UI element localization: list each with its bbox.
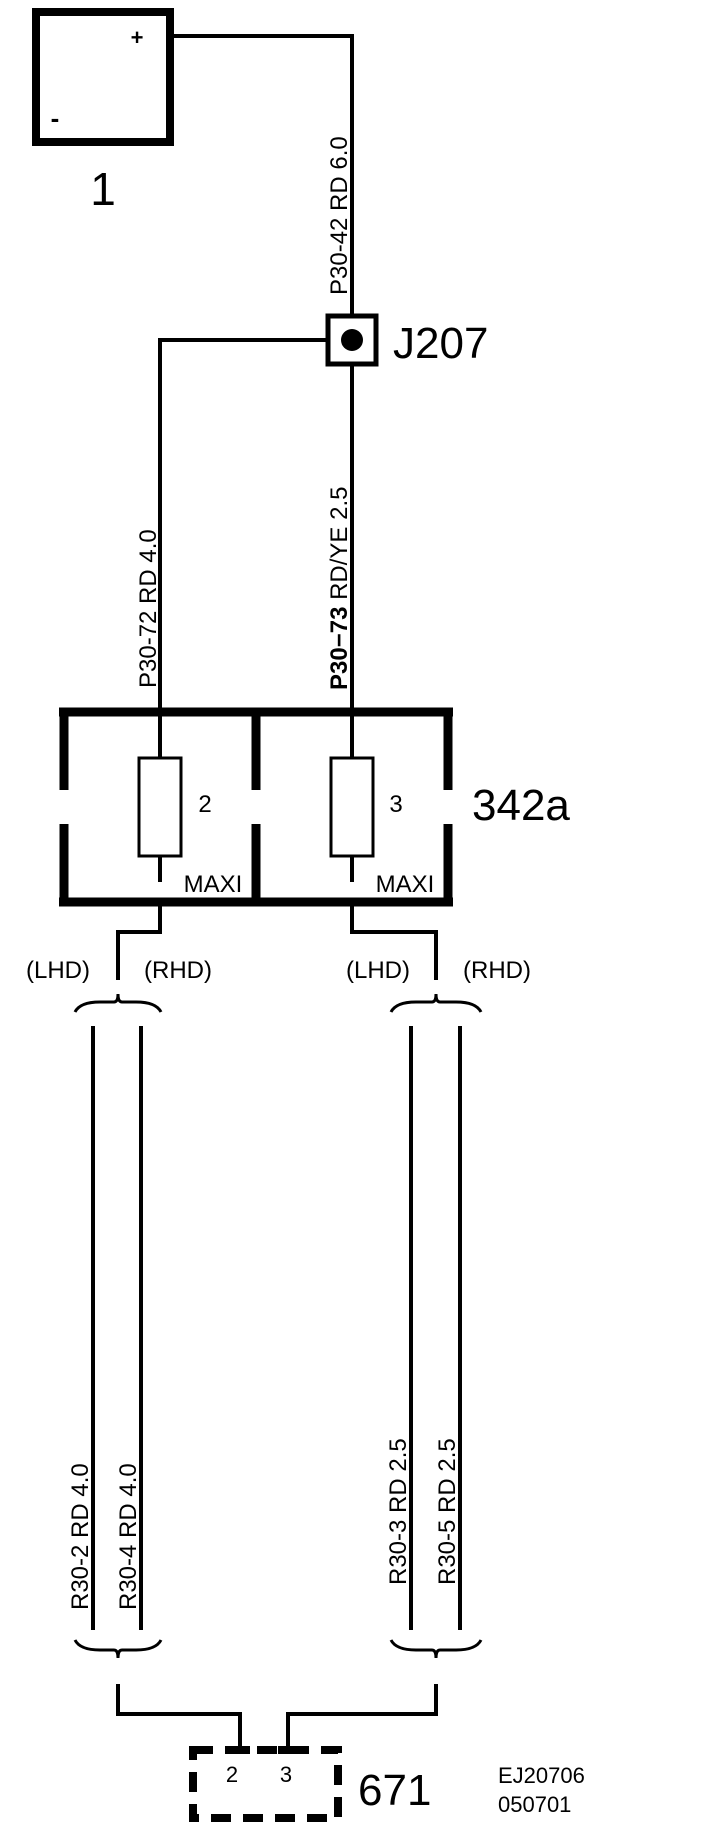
wire-p30-42 [170, 34, 354, 318]
wire-to-pin-2 [116, 1684, 242, 1750]
fuse-3-bottom-brace [389, 1639, 483, 1659]
wire-p30-73-spec: RD/YE 2.5 [326, 487, 353, 607]
battery-minus-label: - [51, 103, 60, 133]
wire-p30-42-label: P30-42 RD 6.0 [326, 136, 353, 295]
connector-pin-3-label: 3 [280, 1762, 292, 1787]
fuse-2: 2 MAXI [137, 712, 243, 898]
connector-671: 2 3 671 [189, 1746, 431, 1822]
fuse-3-type: MAXI [376, 871, 435, 898]
junction-j207: J207 [325, 313, 488, 368]
fuse-3-body [329, 756, 375, 858]
connector-outline [189, 1746, 342, 1822]
fuse-box-id-label: 342a [472, 781, 570, 830]
fuse-box-342a: 2 MAXI 3 MAXI 342a [59, 707, 570, 907]
connector-pin-2-label: 2 [226, 1762, 238, 1787]
fuse-2-type: MAXI [184, 871, 243, 898]
wire-p30-73-code: P30−73 [326, 607, 353, 690]
wire-p30-72-label: P30-72 RD 4.0 [135, 529, 162, 688]
fuse-3-rhd-label: (RHD) [463, 957, 531, 984]
fuse-3-lhd-label: (LHD) [346, 957, 410, 984]
fuse-3-output-wire [350, 906, 438, 980]
fuse-3: 3 MAXI [329, 712, 435, 898]
battery-id-label: 1 [90, 163, 116, 215]
fuse-2-rhd-label: (RHD) [144, 957, 212, 984]
wire-r30-3-label: R30-3 RD 2.5 [385, 1438, 412, 1585]
wire-p30-73-label: P30−73 RD/YE 2.5 [326, 487, 353, 690]
fuse-2-number: 2 [198, 791, 211, 818]
junction-dot [341, 329, 363, 351]
connector-id-label: 671 [358, 1766, 431, 1815]
wire-r30-4-label: R30-4 RD 4.0 [115, 1463, 142, 1610]
battery: + - 1 [32, 8, 174, 215]
fuse-2-output-wire [116, 906, 162, 980]
battery-body [32, 8, 174, 146]
fuse-2-bottom-brace [73, 1639, 163, 1659]
fuse-3-top-brace [389, 993, 483, 1013]
wire-p30-72 [158, 338, 328, 712]
fuse-3-number: 3 [389, 791, 402, 818]
fuse-2-lhd-label: (LHD) [26, 957, 90, 984]
fuse-2-body [137, 756, 183, 858]
battery-plus-label: + [131, 25, 144, 50]
fuse-2-top-brace [73, 993, 163, 1013]
junction-id-label: J207 [393, 319, 488, 368]
wire-r30-5-label: R30-5 RD 2.5 [434, 1438, 461, 1585]
wire-r30-2-label: R30-2 RD 4.0 [67, 1463, 94, 1610]
reference-date: 050701 [498, 1792, 571, 1817]
reference-code: EJ20706 [498, 1763, 585, 1788]
wire-to-pin-3 [286, 1684, 438, 1750]
